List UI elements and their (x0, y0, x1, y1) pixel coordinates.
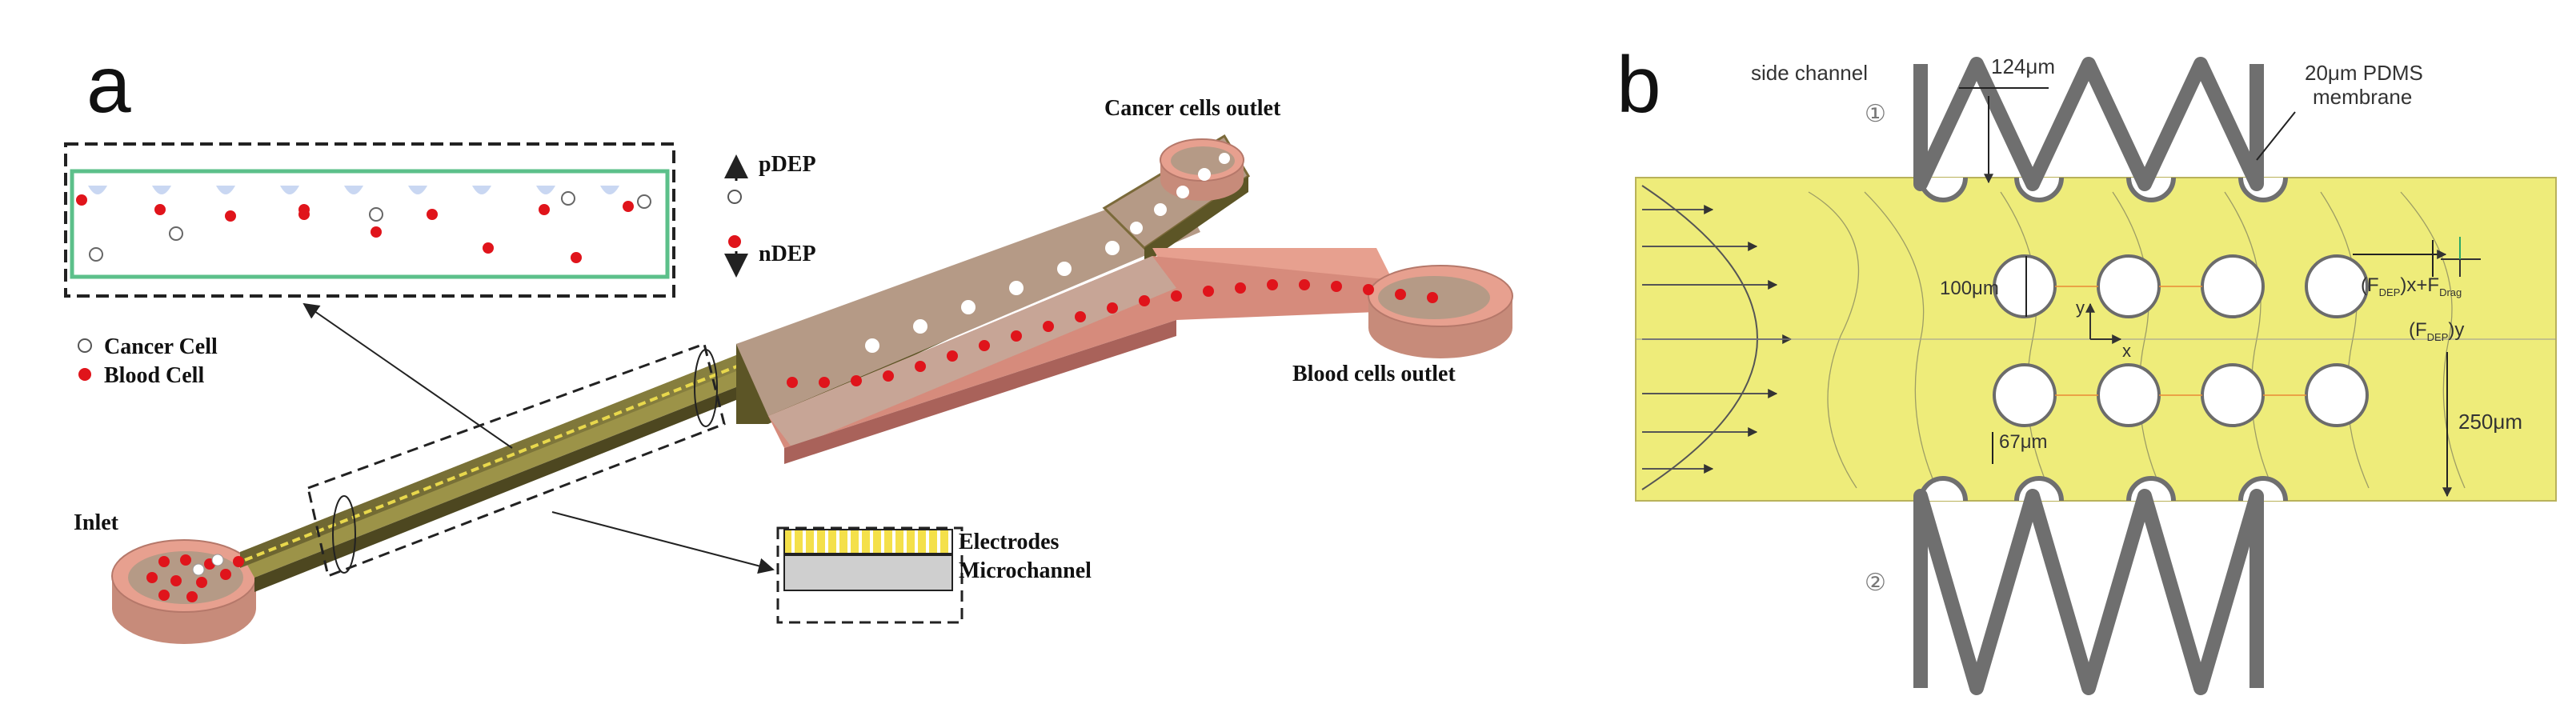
cancer-cell-path (865, 153, 1230, 353)
dim-100-label: 100μm (1940, 278, 1999, 299)
membrane-bumps (1918, 177, 2288, 502)
axis-x-label: x (2122, 341, 2131, 361)
side-channel-label: side channel (1751, 61, 1868, 85)
marker-1: ① (1865, 101, 1886, 127)
microchannel-label: Microchannel (959, 558, 1092, 583)
panel-a: a (64, 40, 1513, 644)
force-label-x: (FDEP)x+FDrag (2361, 274, 2462, 298)
force-cross (2441, 237, 2481, 277)
inlet-cells (146, 554, 244, 602)
gap-124-label: 124μm (1991, 54, 2055, 78)
force-b-close: )y (2448, 319, 2464, 341)
dep-legend: pDEP nDEP (724, 152, 816, 278)
dim-67-label: 67μm (1999, 431, 2048, 453)
membrane-label-1: 20μm PDMS (2305, 61, 2423, 85)
blood-outlet-reservoir (1368, 265, 1513, 358)
side-channel-bottom (1913, 489, 2264, 695)
electrodes-label: Electrodes (959, 530, 1060, 554)
force-b-open: (F (2409, 319, 2427, 341)
channel-highlight-box (306, 342, 726, 578)
side-view-inset (64, 142, 675, 449)
force-a-open: (F (2361, 274, 2379, 296)
membrane-label-2: membrane (2313, 85, 2412, 109)
cancer-outlet-reservoir (1160, 138, 1244, 201)
cell-legend: Cancer Cell Blood Cell (78, 334, 218, 388)
panel-b-label: b (1617, 40, 1661, 130)
pdep-label: pDEP (759, 152, 816, 177)
force-drag-sub: Drag (2439, 286, 2462, 298)
sorting-chamber (736, 134, 1392, 464)
force-a-close: )x+F (2400, 274, 2439, 296)
ndep-label: nDEP (759, 242, 816, 266)
cancer-outlet-label: Cancer cells outlet (1104, 96, 1281, 121)
force-b-sub: DEP (2427, 331, 2449, 343)
blood-cell-legend: Blood Cell (104, 363, 204, 388)
dim-250-label: 250μm (2458, 410, 2522, 434)
axis-cross (2085, 302, 2122, 344)
marker-2: ② (1865, 570, 1886, 596)
force-label-y: (FDEP)y (2409, 319, 2464, 343)
side-channel-top (1913, 57, 2264, 191)
dimension-marks (1959, 87, 2452, 498)
blood-cell-path (787, 279, 1438, 388)
electrode-posts (1993, 254, 2369, 427)
dep-field (2055, 286, 2306, 396)
force-a-sub: DEP (2379, 286, 2401, 298)
main-channel (240, 352, 760, 592)
svg-text:(FDEP)x+FDrag: (FDEP)x+FDrag (2361, 274, 2462, 298)
inlet-label: Inlet (74, 510, 119, 535)
blood-outlet-label: Blood cells outlet (1292, 362, 1456, 386)
svg-text:(FDEP)y: (FDEP)y (2409, 319, 2464, 343)
panel-a-label: a (86, 40, 131, 130)
panel-b: b (1617, 40, 2557, 695)
axis-y-label: y (2076, 298, 2085, 318)
cancer-cell-legend: Cancer Cell (104, 334, 218, 359)
cross-section-inset: Electrodes Microchannel (551, 511, 1092, 624)
